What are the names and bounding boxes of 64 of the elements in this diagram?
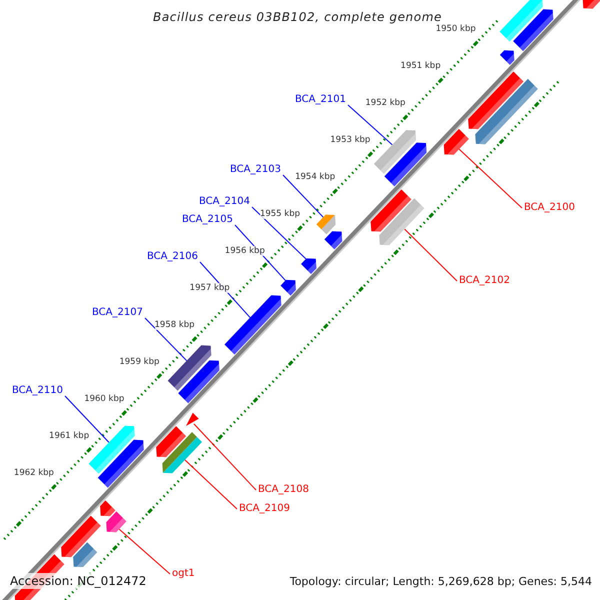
gene-feature — [106, 511, 126, 532]
scale-label: 1957 kbp — [190, 283, 230, 294]
gene-feature — [500, 50, 514, 65]
gene-feature — [444, 128, 469, 155]
gene-feature — [475, 78, 538, 144]
gene-label: BCA_2110 — [12, 385, 63, 397]
leader-line — [348, 104, 393, 146]
gene-label: ogt1 — [172, 568, 195, 580]
genome-summary: Topology: circular; Length: 5,269,628 bp; Genes: 5,544 — [290, 575, 592, 588]
gene-feature — [168, 345, 212, 391]
scale-label: 1956 kbp — [224, 246, 265, 256]
gene-feature — [88, 426, 135, 474]
gene-feature — [384, 142, 427, 186]
gene-feature — [280, 280, 296, 296]
gene-feature — [582, 0, 600, 9]
gene-label: BCA_2106 — [147, 251, 198, 263]
scale-label: 1960 kbp — [84, 394, 124, 404]
gene-feature — [513, 9, 554, 52]
gene-feature — [186, 412, 199, 426]
gene-feature — [73, 542, 98, 567]
gene-label: BCA_2102 — [459, 275, 510, 287]
gene-label: BCA_2100 — [524, 202, 575, 214]
scale-label: 1951 kbp — [400, 61, 441, 72]
gene-label: BCA_2108 — [258, 484, 309, 496]
title: Bacillus cereus 03BB102, complete genome — [153, 10, 442, 24]
gene-feature — [162, 432, 202, 474]
gene-feature — [379, 198, 424, 246]
scale-label: 1953 kbp — [330, 135, 370, 146]
gene-feature — [468, 72, 524, 130]
leader-line — [404, 228, 458, 282]
leader-line — [193, 423, 256, 490]
scale-label: 1958 kbp — [154, 320, 195, 330]
leader-line — [118, 528, 170, 574]
leader-line — [282, 174, 324, 218]
scale-label: 1961 kbp — [49, 430, 90, 441]
scale-label: 1955 kbp — [260, 209, 300, 220]
scale-label: 1962 kbp — [14, 468, 54, 478]
gene-feature — [500, 0, 543, 42]
gene-feature — [100, 500, 116, 516]
scale-label: 1959 kbp — [119, 357, 160, 368]
gene-label: BCA_2101 — [295, 94, 346, 106]
gene-feature — [98, 440, 144, 488]
gene-label: BCA_2105 — [182, 214, 233, 226]
scale-label: 1950 kbp — [436, 24, 476, 34]
gene-feature — [316, 214, 336, 234]
gene-feature — [324, 231, 342, 250]
gene-feature — [374, 130, 416, 174]
leader-line — [458, 148, 522, 208]
gene-label: BCA_2107 — [92, 307, 143, 319]
gene-feature — [224, 295, 282, 354]
gene-feature — [301, 258, 316, 274]
leader-line — [144, 318, 188, 362]
leader-line — [184, 459, 238, 510]
leader-line — [64, 396, 110, 443]
gene-label: BCA_2109 — [239, 503, 290, 515]
scale-label: 1952 kbp — [365, 98, 406, 108]
gene-label: BCA_2104 — [199, 196, 250, 208]
gene-feature — [61, 516, 101, 558]
gene-label: BCA_2103 — [230, 164, 281, 176]
gene-feature — [156, 426, 186, 458]
leader-line — [252, 206, 306, 260]
scale-label: 1954 kbp — [295, 172, 336, 182]
gene-feature — [370, 189, 412, 232]
gene-feature — [178, 360, 220, 404]
